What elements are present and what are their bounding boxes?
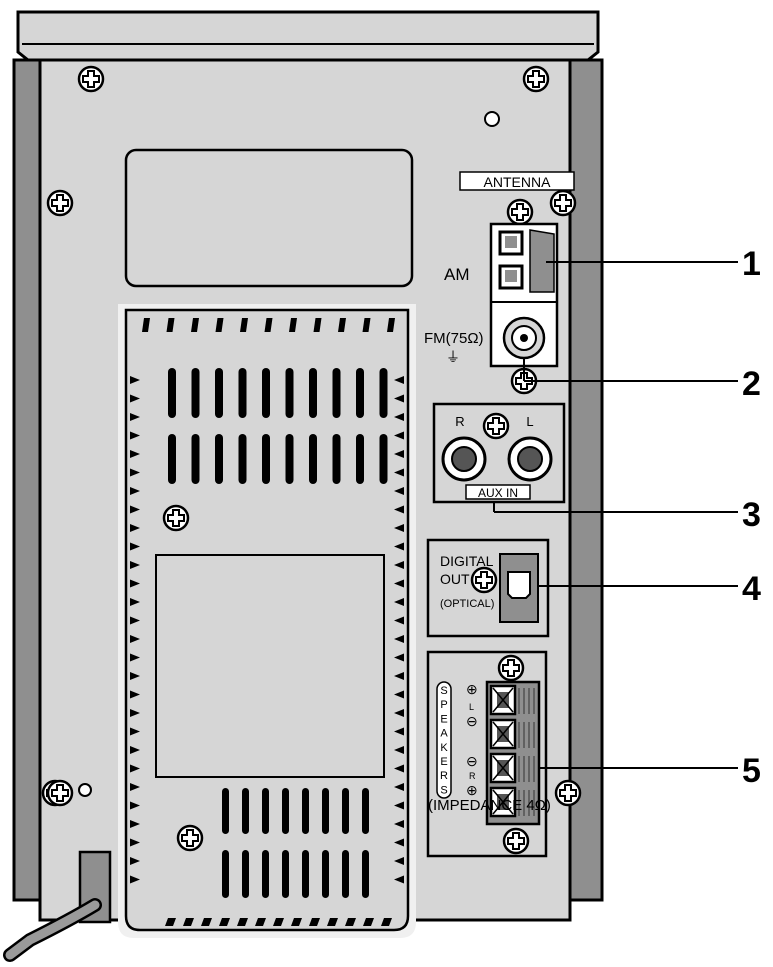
screw-icon [549,189,577,217]
callout-1: 1 [742,245,761,283]
out-label: OUT [440,571,470,587]
callouts: 1 2 3 4 5 [493,245,761,790]
digital-out-section: DIGITAL OUT (OPTICAL) [426,538,550,638]
screw-icon [506,198,534,226]
speakers-letter: E [440,713,447,725]
callout-2: 2 [742,365,761,403]
aux-r-label: R [455,414,464,429]
antenna-section: ANTENNA AM FM(75Ω) ⏚ [424,171,575,395]
label-plate-area [124,148,414,288]
screw-icon [46,189,74,217]
screw-icon [162,504,190,532]
hole-icon [78,783,92,797]
callout-4: 4 [742,570,761,608]
hole-icon [484,111,500,127]
left-side-rail [12,58,42,902]
screw-icon [77,65,105,93]
right-side-rail [568,58,604,902]
spk-r-label: R [469,771,476,781]
speaker-terminal[interactable] [489,718,535,750]
speakers-letter: K [440,742,448,754]
minus-icon: ⊖ [466,713,478,729]
callout-3: 3 [742,496,761,534]
speakers-letter: E [440,756,447,768]
fm-label: FM(75Ω) [424,330,484,347]
screw-icon [46,779,74,807]
screw-icon [482,412,510,440]
aux-l-label: L [526,414,533,429]
screw-icon [522,65,550,93]
screw-icon [470,566,498,594]
speaker-terminal[interactable] [489,684,535,716]
plus-icon: ⊕ [466,782,478,798]
power-cord [3,850,112,962]
vent-slots [130,318,404,926]
digital-label: DIGITAL [440,553,494,569]
spk-l-label: L [469,702,474,712]
plus-icon: ⊕ [466,681,478,697]
aux-in-label: AUX IN [478,486,518,500]
aux-in-section: R L AUX IN [432,402,566,504]
speakers-letter: R [440,770,448,782]
speaker-terminal[interactable] [489,786,535,818]
optical-label: (OPTICAL) [440,598,494,610]
speaker-terminal[interactable] [489,752,535,784]
screw-icon [554,779,582,807]
speakers-letter: P [440,699,447,711]
screw-icon [502,827,530,855]
ground-icon: ⏚ [446,349,460,365]
impedance-label: (IMPEDANCE 4Ω) [428,797,551,814]
speakers-letter: A [440,728,448,740]
ventilation-housing [118,304,416,938]
screw-icon [497,654,525,682]
screw-icon [176,824,204,852]
minus-icon: ⊖ [466,753,478,769]
vent-panel-plate [155,554,385,778]
antenna-label: ANTENNA [484,174,552,190]
am-label: AM [444,265,470,284]
speakers-letter: S [440,784,447,796]
top-lid [16,10,600,62]
speakers-letter: S [440,685,447,697]
callout-5: 5 [742,752,761,790]
